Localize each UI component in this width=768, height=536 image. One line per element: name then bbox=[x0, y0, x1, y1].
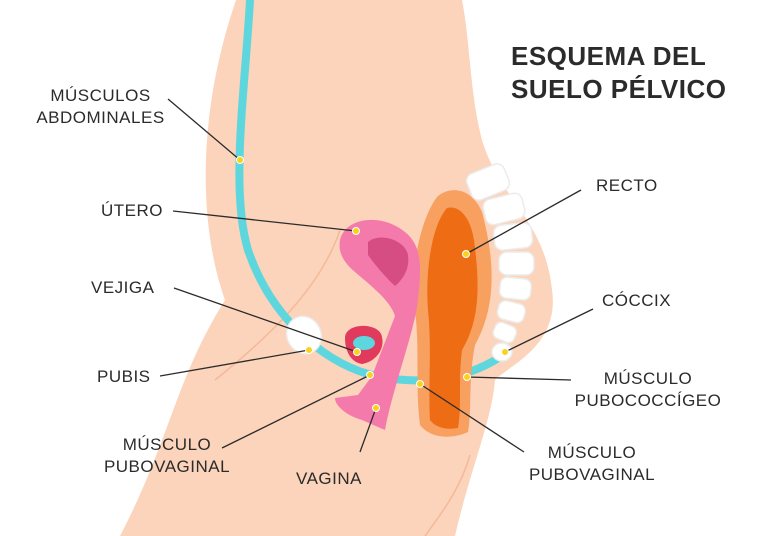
label-recto: RECTO bbox=[596, 176, 658, 195]
marker-dot bbox=[463, 373, 471, 381]
leader-line-vagina bbox=[359, 407, 377, 453]
leader-line-musculo-pubococcigeo bbox=[466, 376, 572, 381]
marker-dot bbox=[352, 227, 360, 235]
leader-line-musculo-pubovaginal-left bbox=[221, 374, 371, 449]
coccyx-vertebrae bbox=[465, 163, 535, 362]
label-utero: ÚTERO bbox=[101, 201, 163, 220]
leader-line-recto bbox=[465, 189, 582, 255]
marker-dot bbox=[353, 348, 361, 356]
skin-contour-line bbox=[424, 454, 471, 536]
marker-dot bbox=[501, 348, 509, 356]
bladder-inner bbox=[353, 336, 375, 350]
title-line-1: ESQUEMA DEL bbox=[511, 41, 707, 71]
marker-dot bbox=[372, 404, 380, 412]
diagram-title: ESQUEMA DEL SUELO PÉLVICO bbox=[511, 40, 727, 106]
marker-dot bbox=[305, 346, 313, 354]
label-musculos-abdominales: MÚSCULOS ABDOMINALES bbox=[36, 86, 165, 127]
title-line-2: SUELO PÉLVICO bbox=[511, 74, 727, 104]
label-vejiga: VEJIGA bbox=[91, 278, 155, 297]
leader-line-musculo-pubovaginal-right bbox=[419, 383, 525, 453]
leader-line-vejiga bbox=[173, 287, 358, 353]
uterus-cavity bbox=[368, 237, 409, 286]
label-musculo-pubovaginal-right: MÚSCULO PUBOVAGINAL bbox=[528, 443, 656, 484]
label-vagina: VAGINA bbox=[296, 469, 362, 488]
label-pubis: PUBIS bbox=[97, 367, 151, 386]
leader-line-utero bbox=[172, 210, 357, 232]
label-coccix: CÓCCIX bbox=[602, 291, 672, 310]
marker-dot bbox=[366, 371, 374, 379]
marker-dot bbox=[462, 250, 470, 258]
label-musculo-pubovaginal-left: MÚSCULO PUBOVAGINAL bbox=[103, 435, 231, 476]
marker-dot bbox=[416, 380, 424, 388]
label-musculo-pubococcigeo: MÚSCULO PUBOCOCCÍGEO bbox=[574, 369, 722, 410]
leader-line-coccix bbox=[504, 308, 594, 353]
rectum-inner bbox=[427, 207, 478, 429]
marker-dots bbox=[236, 156, 509, 412]
leader-lines bbox=[159, 98, 594, 453]
skin-contour-line bbox=[214, 229, 341, 381]
leader-line-musculos-abdominales bbox=[167, 98, 241, 161]
leader-line-pubis bbox=[159, 349, 310, 377]
marker-dot bbox=[236, 156, 244, 164]
